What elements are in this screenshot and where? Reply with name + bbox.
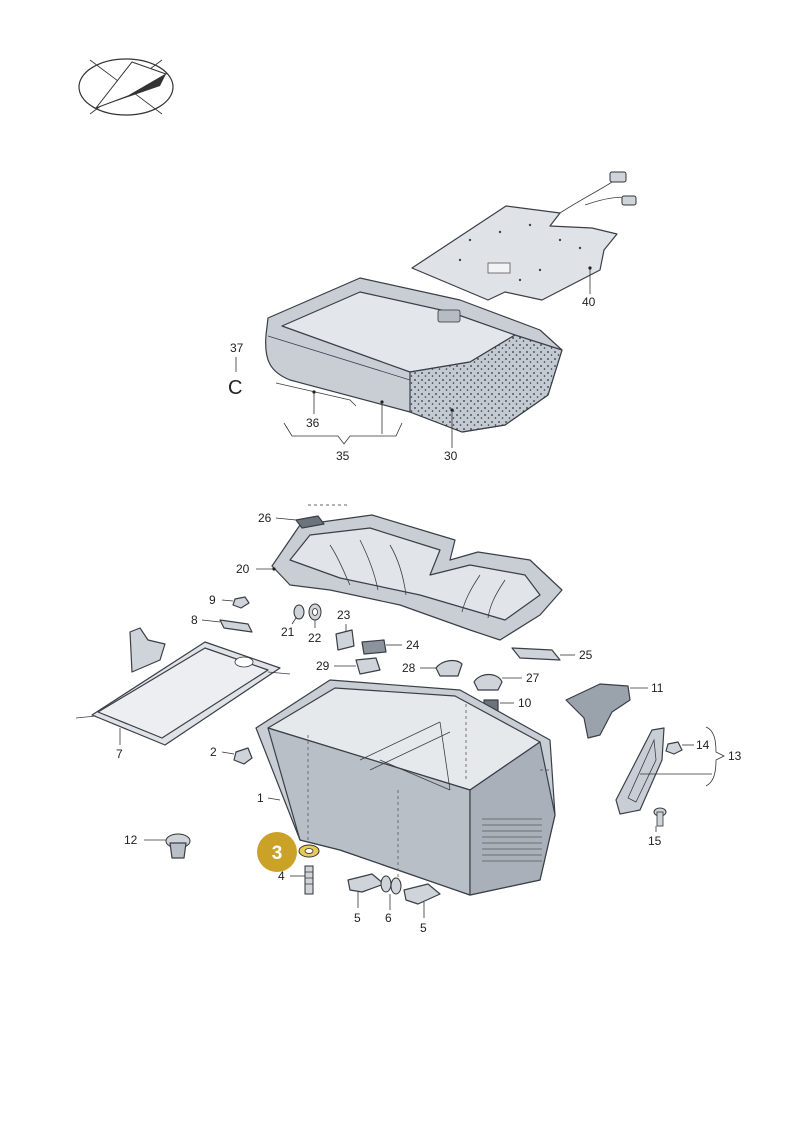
label-21: 21	[281, 625, 295, 639]
label-7: 7	[116, 747, 123, 761]
label-29: 29	[316, 659, 330, 673]
part-14-nut	[665, 741, 683, 755]
label-24: 24	[406, 638, 420, 652]
highlight-badge-label: 3	[272, 843, 283, 864]
label-22: 22	[308, 631, 322, 645]
part-7-tray	[75, 627, 291, 746]
part-27-clip	[473, 673, 503, 691]
label-26: 26	[258, 511, 272, 525]
part-13-side-cover	[615, 727, 665, 815]
part-5-clip-right	[403, 883, 441, 905]
label-9: 9	[209, 593, 216, 607]
label-28: 28	[402, 661, 416, 675]
label-12: 12	[124, 833, 138, 847]
part-22-clip	[308, 603, 322, 621]
label-1: 1	[257, 791, 264, 805]
part-29-clip	[355, 657, 381, 675]
part-26-label-plate	[295, 515, 325, 529]
label-11: 11	[651, 681, 664, 695]
part-1-storage-box	[255, 679, 556, 896]
highlight-badge-3[interactable]: 3	[257, 832, 297, 872]
part-12-push-rivet	[165, 833, 191, 859]
label-36: 36	[306, 416, 320, 430]
label-40: 40	[582, 295, 596, 309]
part-28-clip	[435, 659, 463, 677]
part-9-nut	[232, 596, 250, 609]
label-4: 4	[278, 869, 285, 883]
manufacturer-logo-icon	[78, 58, 174, 116]
label-13: 13	[728, 749, 742, 763]
label-25: 25	[579, 648, 593, 662]
label-35: 35	[336, 449, 350, 463]
part-15-screw	[653, 807, 667, 827]
label-27: 27	[526, 671, 540, 685]
part-11-bracket	[565, 683, 631, 739]
label-8: 8	[191, 613, 198, 627]
label-14: 14	[696, 738, 710, 752]
part-3-washer	[298, 844, 320, 858]
part-24-pad	[361, 639, 387, 655]
part-20-seat-frame	[271, 514, 563, 641]
label-5-left: 5	[354, 911, 361, 925]
label-23: 23	[337, 608, 351, 622]
part-23-retainer	[335, 629, 355, 651]
label-2: 2	[210, 745, 217, 759]
label-10: 10	[518, 696, 532, 710]
part-5-clip-left	[347, 873, 385, 893]
part-40-seat-heating-mat	[411, 171, 637, 301]
part-6-clip	[380, 875, 402, 895]
part-2-nut	[233, 747, 253, 765]
label-20: 20	[236, 562, 250, 576]
part-37-clip-glyph: C	[228, 377, 242, 399]
part-36-wire	[275, 382, 357, 407]
label-30: 30	[444, 449, 458, 463]
part-30-seat-cushion	[265, 277, 563, 433]
part-25-trim	[511, 647, 561, 661]
label-37: 37	[230, 341, 244, 355]
label-15: 15	[648, 834, 662, 848]
bracket-35	[283, 422, 403, 445]
label-5-right: 5	[420, 921, 427, 935]
part-8-bracket	[219, 619, 253, 633]
part-21-washer	[293, 604, 305, 620]
label-6: 6	[385, 911, 392, 925]
part-4-stud	[304, 865, 314, 895]
bracket-13	[705, 726, 725, 787]
